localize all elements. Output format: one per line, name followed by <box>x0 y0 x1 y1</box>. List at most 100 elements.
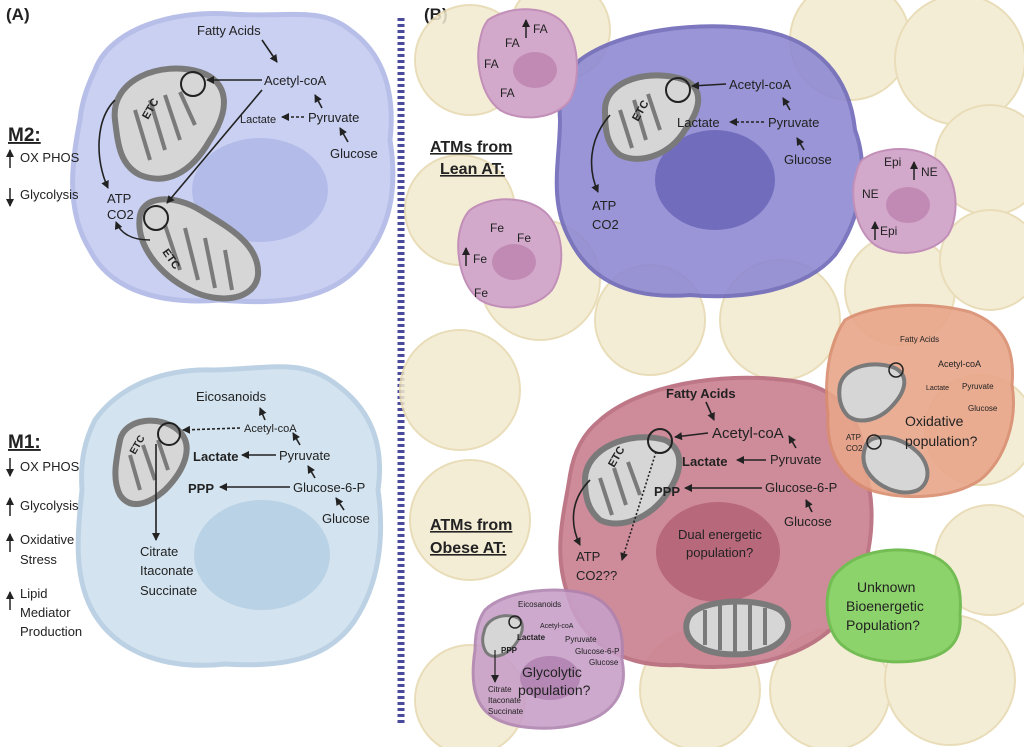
glycolytic-succinate: Succinate <box>488 707 524 716</box>
obese-co2: CO2?? <box>576 568 617 583</box>
m2-atp: ATP <box>107 191 131 206</box>
eos-fa-label-4: FA <box>500 86 515 100</box>
eos-ne-ne-2: NE <box>862 187 879 201</box>
obese-dual-line1: Dual energetic <box>678 527 762 542</box>
oxidative-line2: population? <box>905 433 978 449</box>
glycolytic-line1: Glycolytic <box>522 664 582 680</box>
eos-ne-epi-1: Epi <box>884 155 901 169</box>
glycolytic-eicosanoids: Eicosanoids <box>518 600 561 609</box>
m1-citrate: Citrate <box>140 544 178 559</box>
m1-mito <box>112 417 190 507</box>
oxidative-atp: ATP <box>846 433 861 442</box>
oxidative-mito <box>837 362 930 495</box>
m2-mito-upper <box>111 65 227 182</box>
obese-glucose-6-p: Glucose-6-P <box>765 480 837 495</box>
oxidative-fatty-acids: Fatty Acids <box>900 335 939 344</box>
m2-fatty-acids: Fatty Acids <box>197 23 261 38</box>
eos-fa-label-3: FA <box>484 57 499 71</box>
m1-nucleus <box>194 500 330 610</box>
lean-lactate: Lactate <box>677 115 720 130</box>
m1-side-glycolysis: Glycolysis <box>20 498 79 513</box>
m1-side-stress: Stress <box>20 552 57 567</box>
m1-eicosanoids: Eicosanoids <box>196 389 267 404</box>
lean-atp: ATP <box>592 198 616 213</box>
m1-title: M1: <box>8 432 41 453</box>
m1-side-mediator: Mediator <box>20 605 71 620</box>
m2-lactate: Lactate <box>240 114 276 126</box>
lean-co2: CO2 <box>592 217 619 232</box>
oxidative-pyruvate: Pyruvate <box>962 382 994 391</box>
lean-title-line2: Lean AT: <box>440 161 505 178</box>
obese-fatty-acids: Fatty Acids <box>666 386 736 401</box>
glycolytic-lactate: Lactate <box>517 633 546 642</box>
glycolytic-nucleus <box>520 656 580 700</box>
m1-side-production: Production <box>20 624 82 639</box>
obese-nucleus <box>656 502 780 602</box>
glycolytic-line2: population? <box>518 682 591 698</box>
unknown-line2: Bioenergetic <box>846 598 924 614</box>
m1-glucose-6-p: Glucose-6-P <box>293 480 365 495</box>
unknown-line1: Unknown <box>857 579 915 595</box>
obese-mito <box>581 428 683 527</box>
lean-nucleus <box>655 130 775 230</box>
m2-side-oxphos: OX PHOS <box>20 150 80 165</box>
eos-fa-label-1: FA <box>533 22 548 36</box>
lean-arrows <box>590 81 805 193</box>
m1-ppp: PPP <box>188 481 214 496</box>
glycolytic-acetyl-coa: Acetyl-coA <box>540 623 574 630</box>
obese-arrows <box>572 401 813 561</box>
obese-title-line1: ATMs from <box>430 517 512 534</box>
m1-succinate: Succinate <box>140 583 197 598</box>
lean-pyruvate: Pyruvate <box>768 115 819 130</box>
glycolytic-itaconate: Itaconate <box>488 696 521 705</box>
oxidative-co2: CO2 <box>846 444 863 453</box>
lean-glucose: Glucose <box>784 152 832 167</box>
glycolytic-citrate: Citrate <box>488 685 512 694</box>
eos-ne-epi-2: Epi <box>880 224 897 238</box>
lean-mito <box>601 72 702 162</box>
m2-nucleus <box>192 138 328 242</box>
lean-acetyl-coa: Acetyl-coA <box>729 77 791 92</box>
m1-acetyl-coa: Acetyl-coA <box>244 423 297 435</box>
m1-side-oxidative: Oxidative <box>20 532 74 547</box>
m1-side-lipid: Lipid <box>20 586 47 601</box>
obese-atp: ATP <box>576 549 600 564</box>
obese-mito-bottom <box>683 598 792 658</box>
obese-pyruvate: Pyruvate <box>770 452 821 467</box>
eos-ne-nucleus <box>886 187 930 223</box>
oxidative-acetyl-coa: Acetyl-coA <box>938 359 981 369</box>
panel-a-label: (A) <box>6 5 30 24</box>
oxidative-line1: Oxidative <box>905 413 964 429</box>
m1-side-oxphos: OX PHOS <box>20 459 80 474</box>
eos-fe-label-2: Fe <box>517 231 531 245</box>
obese-ppp: PPP <box>654 484 680 499</box>
m2-glucose: Glucose <box>330 146 378 161</box>
obese-acetyl-coa: Acetyl-coA <box>712 425 784 442</box>
glycolytic-pyruvate: Pyruvate <box>565 635 597 644</box>
eos-fe-label-4: Fe <box>474 286 488 300</box>
eos-fe-label-3: Fe <box>473 252 487 266</box>
m1-arrows <box>152 407 345 541</box>
glycolytic-glucose-6-p: Glucose-6-P <box>575 647 619 656</box>
m2-co2: CO2 <box>107 207 134 222</box>
m2-side-glycolysis: Glycolysis <box>20 187 79 202</box>
unknown-line3: Population? <box>846 617 920 633</box>
m2-mito-lower <box>136 196 262 302</box>
m2-acetyl-coa: Acetyl-coA <box>264 73 326 88</box>
eos-fe-nucleus <box>492 244 536 280</box>
m2-pyruvate: Pyruvate <box>308 110 359 125</box>
obese-lactate: Lactate <box>682 454 728 469</box>
m1-glucose: Glucose <box>322 511 370 526</box>
eos-fe-label-1: Fe <box>490 221 504 235</box>
oxidative-glucose: Glucose <box>968 404 998 413</box>
glycolytic-ppp: PPP <box>501 646 518 655</box>
eos-fa-nucleus <box>513 52 557 88</box>
glycolytic-glucose: Glucose <box>589 658 619 667</box>
eos-ne-ne-1: NE <box>921 165 938 179</box>
m2-arrows <box>98 39 349 241</box>
lean-title-line1: ATMs from <box>430 139 512 156</box>
m2-title: M2: <box>8 125 41 146</box>
m1-itaconate: Itaconate <box>140 563 194 578</box>
m1-lactate: Lactate <box>193 449 239 464</box>
